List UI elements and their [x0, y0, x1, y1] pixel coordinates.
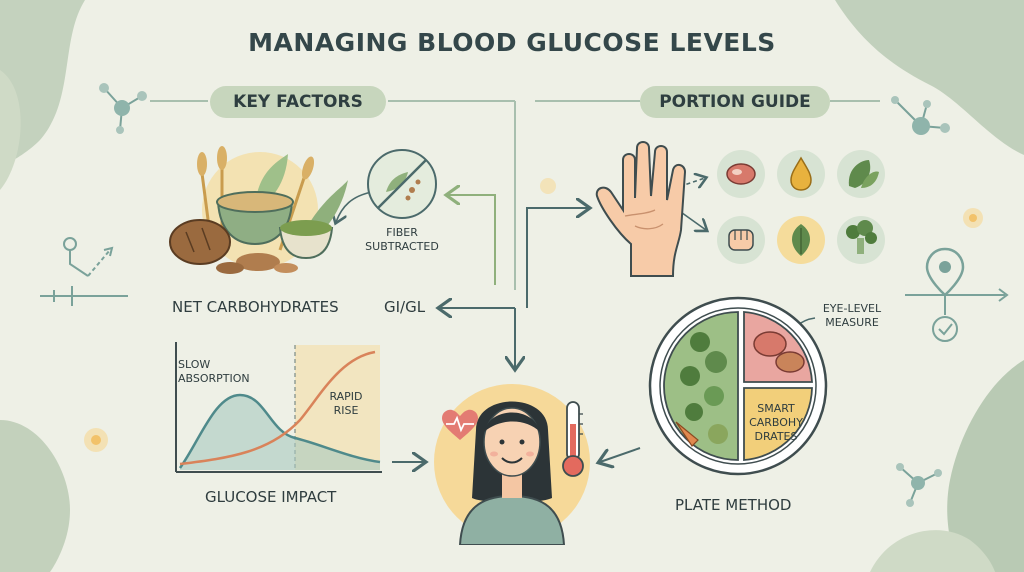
plate-method-label: PLATE METHOD — [675, 496, 792, 514]
plate-diagram — [648, 296, 828, 476]
net-carbohydrates-label: NET CARBOHYDRATES — [172, 298, 339, 316]
molecule-icon — [896, 463, 942, 507]
thermometer-icon — [562, 401, 584, 477]
molecule-icon — [891, 96, 950, 135]
molecule-icon — [99, 83, 147, 134]
heart-icon — [442, 409, 478, 440]
pathway-icon — [40, 237, 128, 306]
smart-carbohydrates-label: SMART CARBOHY DRATES — [749, 402, 803, 443]
gi-gl-label: GI/GL — [384, 298, 426, 316]
fist-icon — [717, 216, 765, 264]
leaf-icon — [777, 216, 825, 264]
page-title: MANAGING BLOOD GLUCOSE LEVELS — [248, 28, 776, 57]
oil-drop-icon — [777, 150, 825, 198]
portion-icons — [717, 150, 885, 264]
slow-absorption-label: SLOW ABSORPTION — [178, 358, 250, 385]
eye-level-measure-label: EYE-LEVEL MEASURE — [822, 302, 882, 329]
no-fiber-icon — [367, 149, 437, 219]
rapid-rise-label: RAPID RISE — [329, 390, 363, 417]
meat-icon — [717, 150, 765, 198]
leafy-greens-icon — [837, 150, 885, 198]
hand-icon — [595, 141, 687, 277]
checkmark-icon — [932, 316, 958, 342]
fiber-subtracted-label: FIBER SUBTRACTED — [365, 226, 439, 253]
broccoli-icon — [837, 216, 885, 264]
glucose-impact-label: GLUCOSE IMPACT — [205, 488, 337, 506]
key-factors-heading: KEY FACTORS — [210, 86, 386, 118]
grain-bowl-icon — [169, 146, 348, 274]
portion-guide-heading: PORTION GUIDE — [640, 86, 830, 118]
location-pin-icon — [905, 247, 1009, 342]
glucose-impact-chart — [175, 342, 382, 473]
